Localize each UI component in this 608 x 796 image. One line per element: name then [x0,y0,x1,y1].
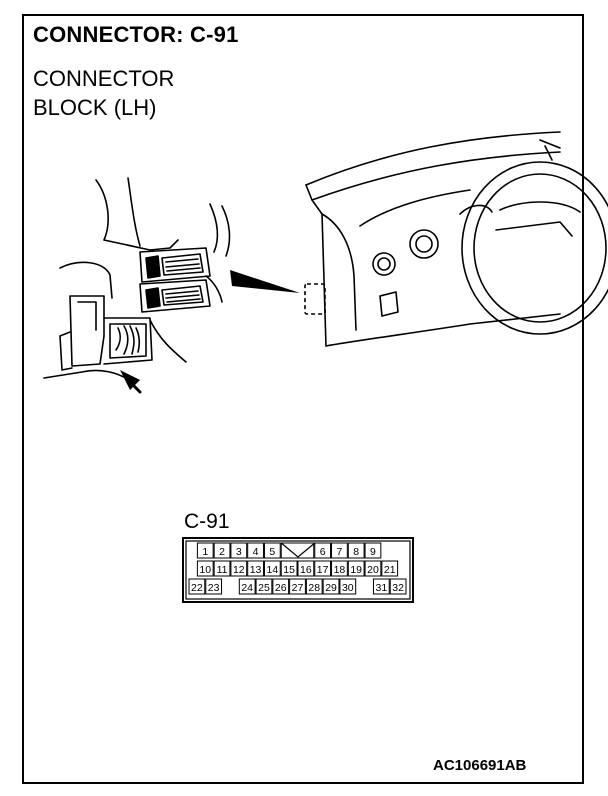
pin-cell-11 [213,560,231,577]
pin-cell-10 [196,560,214,577]
pin-cell-4 [247,542,264,559]
key-notch-box [280,542,315,559]
pin-number-16: 16 [300,564,312,576]
pin-cell-18 [331,560,348,577]
pin-number-9: 9 [370,546,376,558]
pin-number-2: 2 [219,546,225,558]
pin-cell-5 [263,542,281,559]
pin-cell-25 [255,578,273,595]
connector-code-label: C-91 [184,510,230,533]
pin-number-13: 13 [250,564,262,576]
pin-number-19: 19 [350,564,362,576]
location-label: CONNECTOR BLOCK (LH) [33,64,174,122]
diagram-frame [22,14,584,784]
pin-number-29: 29 [325,582,337,594]
pin-number-11: 11 [217,564,228,576]
pin-number-7: 7 [337,546,343,558]
pin-number-3: 3 [236,546,242,558]
pin-cell-12 [230,560,248,577]
pin-number-4: 4 [253,546,259,558]
pin-cell-6 [314,542,332,559]
key-notch-icon [280,542,316,558]
zoom-pointer [230,270,300,293]
pin-cell-14 [263,560,281,577]
pin-number-6: 6 [320,546,326,558]
pin-cell-20 [364,560,382,577]
pin-cell-23 [205,578,223,595]
pin-number-17: 17 [317,564,329,576]
pin-number-27: 27 [292,582,304,594]
pin-number-28: 28 [308,582,320,594]
pin-cell-28 [305,578,323,595]
pin-cell-17 [314,560,332,577]
pin-cell-8 [347,542,365,559]
pin-cell-15 [280,560,298,577]
pin-cell-29 [322,578,340,595]
pin-cell-30 [339,578,357,595]
pin-cell-9 [364,542,382,559]
pin-number-30: 30 [342,582,354,594]
page-title: CONNECTOR: C-91 [33,22,239,47]
pin-cell-19 [347,560,365,577]
pin-cell-24 [238,578,256,595]
pin-number-15: 15 [283,564,295,576]
pin-cell-27 [289,578,306,595]
pin-cell-21 [381,560,399,577]
location-label-line1: CONNECTOR [33,66,175,91]
pin-cell-7 [331,542,348,559]
pin-number-14: 14 [267,564,279,576]
pin-number-20: 20 [367,564,379,576]
pin-number-23: 23 [208,582,220,594]
pin-number-32: 32 [392,582,404,594]
arrow-icon [120,370,140,390]
pin-number-26: 26 [275,582,287,594]
pin-number-8: 8 [353,546,359,558]
pin-cell-32 [389,578,407,595]
pin-cell-22 [188,578,206,595]
pin-number-5: 5 [269,546,275,558]
connector-face [182,537,414,603]
connector-block-location [304,283,326,315]
pin-cell-26 [272,578,290,595]
pin-cell-13 [247,560,264,577]
pin-cell-16 [297,560,315,577]
pin-number-18: 18 [334,564,346,576]
pin-number-31: 31 [376,582,388,594]
pin-number-10: 10 [199,564,211,576]
pin-number-25: 25 [258,582,270,594]
pin-number-24: 24 [241,582,253,594]
pin-number-21: 21 [384,564,396,576]
pin-cell-3 [230,542,248,559]
pin-cell-31 [372,578,390,595]
pin-cell-2 [213,542,231,559]
pin-number-12: 12 [233,564,245,576]
dashboard-view [305,131,608,347]
figure-id: AC106691AB [433,757,527,774]
connector-block-closeup [43,177,231,394]
pin-cell-1 [196,542,214,559]
location-label-line2: BLOCK (LH) [33,95,157,120]
pin-number-22: 22 [191,582,203,594]
pin-number-1: 1 [202,546,208,558]
